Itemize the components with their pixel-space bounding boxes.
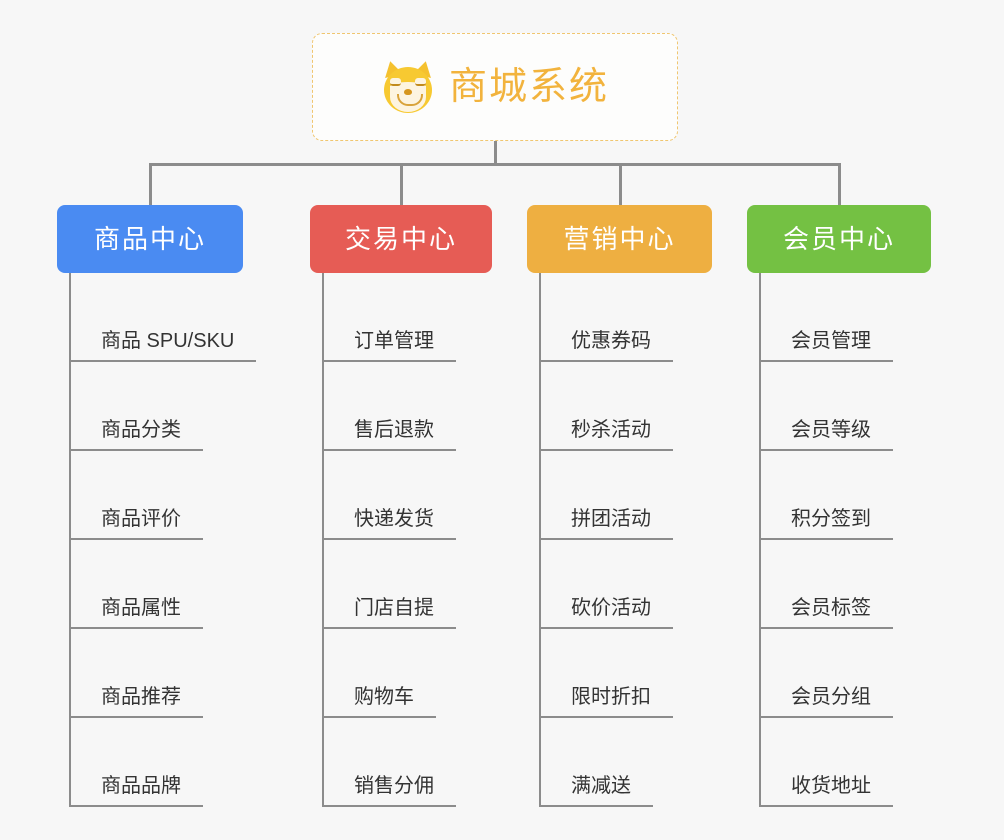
leaf-item-underline: 限时折扣 xyxy=(541,686,673,718)
leaf-item-underline: 满减送 xyxy=(541,775,653,807)
leaf-item-label: 购物车 xyxy=(354,686,414,708)
leaf-item-label: 商品品牌 xyxy=(101,775,181,797)
branch-spine xyxy=(539,273,541,807)
leaf-item-label: 商品评价 xyxy=(101,508,181,530)
leaf-item-label: 商品属性 xyxy=(101,597,181,619)
leaf-item[interactable]: 会员等级 xyxy=(761,362,893,451)
leaf-item[interactable]: 门店自提 xyxy=(324,540,456,629)
leaf-item-label: 订单管理 xyxy=(354,330,434,352)
leaf-item-underline: 购物车 xyxy=(324,686,436,718)
leaf-item-underline: 拼团活动 xyxy=(541,508,673,540)
leaf-item[interactable]: 商品 SPU/SKU xyxy=(71,273,257,362)
leaf-item-underline: 会员标签 xyxy=(761,597,893,629)
leaf-item-underline: 会员管理 xyxy=(761,330,893,362)
root-title: 商城系统 xyxy=(448,66,609,108)
leaf-item-underline: 积分签到 xyxy=(761,508,893,540)
leaf-item-label: 售后退款 xyxy=(354,419,434,441)
leaf-item[interactable]: 订单管理 xyxy=(324,273,456,362)
leaf-item-label: 商品推荐 xyxy=(101,686,181,708)
root-stem-connector xyxy=(494,141,497,165)
leaf-item[interactable]: 快递发货 xyxy=(324,451,456,540)
leaf-item[interactable]: 会员分组 xyxy=(761,629,893,718)
category-box-营销中心[interactable]: 营销中心 xyxy=(527,205,712,273)
branch-spine xyxy=(322,273,324,807)
branch-column-会员中心: 会员管理会员等级积分签到会员标签会员分组收货地址 xyxy=(759,273,983,807)
leaf-item-underline: 会员等级 xyxy=(761,419,893,451)
leaf-item[interactable]: 商品分类 xyxy=(71,362,203,451)
branch-drop-connector-1 xyxy=(149,163,152,205)
leaf-item-underline: 快递发货 xyxy=(324,508,456,540)
leaf-item[interactable]: 商品推荐 xyxy=(71,629,203,718)
category-label: 商品中心 xyxy=(93,224,206,254)
leaf-item[interactable]: 秒杀活动 xyxy=(541,362,673,451)
leaf-item-underline: 砍价活动 xyxy=(541,597,673,629)
leaf-item-label: 会员标签 xyxy=(791,597,871,619)
leaf-item-label: 优惠券码 xyxy=(571,330,651,352)
branch-drop-connector-2 xyxy=(400,163,403,205)
category-box-会员中心[interactable]: 会员中心 xyxy=(747,205,931,273)
leaf-item-label: 积分签到 xyxy=(791,508,871,530)
leaf-item-label: 拼团活动 xyxy=(571,508,651,530)
leaf-item[interactable]: 商品属性 xyxy=(71,540,203,629)
root-node-商城系统[interactable]: 商城系统 xyxy=(312,33,678,141)
leaf-item-underline: 商品品牌 xyxy=(71,775,203,807)
leaf-item[interactable]: 满减送 xyxy=(541,718,653,807)
leaf-item-label: 会员管理 xyxy=(791,330,871,352)
leaf-item-underline: 商品推荐 xyxy=(71,686,203,718)
branch-drop-connector-4 xyxy=(838,163,841,205)
leaf-item[interactable]: 限时折扣 xyxy=(541,629,673,718)
category-box-交易中心[interactable]: 交易中心 xyxy=(310,205,492,273)
leaf-item-underline: 售后退款 xyxy=(324,419,456,451)
shiba-dog-face-icon xyxy=(381,59,435,113)
leaf-item-label: 会员分组 xyxy=(791,686,871,708)
leaf-item-label: 商品分类 xyxy=(101,419,181,441)
leaf-item-underline: 商品属性 xyxy=(71,597,203,629)
branch-column-商品中心: 商品 SPU/SKU 商品分类商品评价商品属性商品推荐商品品牌 xyxy=(69,273,295,807)
horizontal-bus-connector xyxy=(149,163,841,166)
leaf-item-label: 销售分佣 xyxy=(354,775,434,797)
leaf-item-underline: 订单管理 xyxy=(324,330,456,362)
leaf-item-label: 商品 SPU/SKU xyxy=(101,330,235,352)
branch-drop-connector-3 xyxy=(619,163,622,205)
leaf-item-underline: 销售分佣 xyxy=(324,775,456,807)
leaf-item[interactable]: 购物车 xyxy=(324,629,436,718)
leaf-item-underline: 会员分组 xyxy=(761,686,893,718)
leaf-item-underline: 商品 SPU/SKU xyxy=(71,330,257,362)
leaf-item-label: 收货地址 xyxy=(791,775,871,797)
leaf-item[interactable]: 会员管理 xyxy=(761,273,893,362)
leaf-item-underline: 门店自提 xyxy=(324,597,456,629)
leaf-item-label: 门店自提 xyxy=(354,597,434,619)
leaf-item-label: 满减送 xyxy=(571,775,631,797)
branch-spine xyxy=(69,273,71,807)
leaf-item-underline: 商品评价 xyxy=(71,508,203,540)
leaf-item-label: 限时折扣 xyxy=(571,686,651,708)
leaf-item-label: 快递发货 xyxy=(354,508,434,530)
branch-column-交易中心: 订单管理售后退款快递发货门店自提购物车销售分佣 xyxy=(322,273,544,807)
leaf-item[interactable]: 售后退款 xyxy=(324,362,456,451)
branch-column-营销中心: 优惠券码秒杀活动拼团活动砍价活动限时折扣满减送 xyxy=(539,273,764,807)
leaf-item[interactable]: 拼团活动 xyxy=(541,451,673,540)
leaf-item[interactable]: 销售分佣 xyxy=(324,718,456,807)
leaf-item-underline: 商品分类 xyxy=(71,419,203,451)
leaf-item[interactable]: 砍价活动 xyxy=(541,540,673,629)
category-label: 营销中心 xyxy=(563,224,676,254)
leaf-item[interactable]: 优惠券码 xyxy=(541,273,673,362)
leaf-item[interactable]: 收货地址 xyxy=(761,718,893,807)
category-box-商品中心[interactable]: 商品中心 xyxy=(57,205,243,273)
leaf-item-underline: 秒杀活动 xyxy=(541,419,673,451)
leaf-item[interactable]: 会员标签 xyxy=(761,540,893,629)
leaf-item[interactable]: 积分签到 xyxy=(761,451,893,540)
category-label: 交易中心 xyxy=(344,224,457,254)
leaf-item-underline: 收货地址 xyxy=(761,775,893,807)
leaf-item[interactable]: 商品评价 xyxy=(71,451,203,540)
leaf-item[interactable]: 商品品牌 xyxy=(71,718,203,807)
leaf-item-underline: 优惠券码 xyxy=(541,330,673,362)
leaf-item-label: 秒杀活动 xyxy=(571,419,651,441)
leaf-item-label: 会员等级 xyxy=(791,419,871,441)
branch-spine xyxy=(759,273,761,807)
leaf-item-label: 砍价活动 xyxy=(571,597,651,619)
category-label: 会员中心 xyxy=(782,224,895,254)
